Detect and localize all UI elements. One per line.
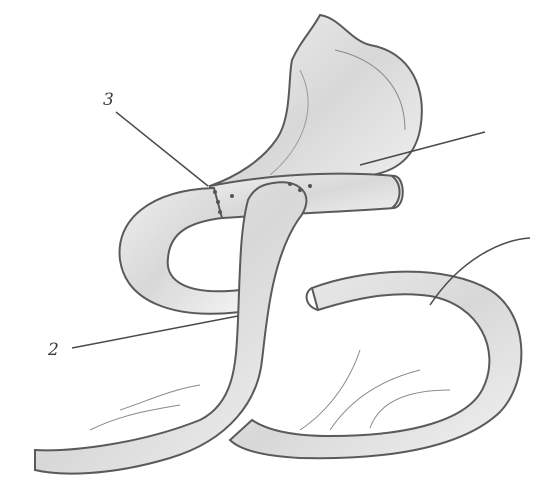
right-limb: [230, 272, 521, 459]
mesentery-vessels: [90, 350, 450, 430]
label-2: 2: [48, 340, 59, 360]
leader-line-2: [72, 316, 238, 348]
label-3: 3: [103, 90, 114, 110]
leader-line-3: [116, 112, 208, 186]
